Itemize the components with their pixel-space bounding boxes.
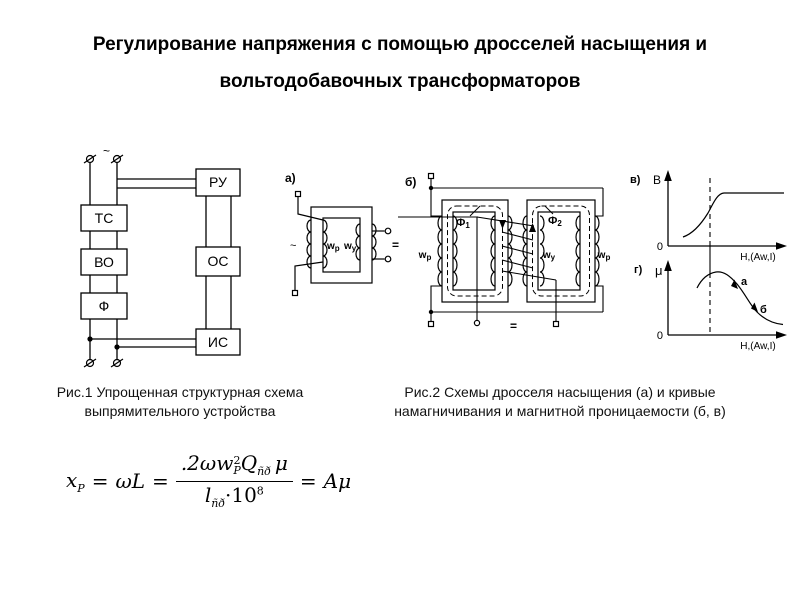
ac-terminal-icon [427,172,435,180]
fig2b-terminals [427,172,560,328]
fig1-caption-line1: Рис.1 Упрощенная структурная схема [56,384,304,400]
graph-b-xlabel: H,(Aw,I) [740,252,775,263]
b-h-curve [682,192,784,238]
fig1-caption: Рис.1 Упрощенная структурная схема выпря… [20,383,340,421]
fig2b-flux-pointers [469,205,554,217]
mu-curve-point-arrows [731,279,758,312]
fig2a-terminals [291,190,392,297]
flux2-label: Ф2 [548,215,562,228]
graph-mu-xlabel: H,(Aw,I) [740,341,775,352]
fig2b-junction-dots [428,185,434,315]
fig1-terminals [83,154,124,368]
fig2b-wp-left-label: wр [418,250,432,262]
fig2a-core [310,206,373,284]
fig2a-wp-label: wр [326,241,340,253]
fig2-caption-line2: намагничивания и магнитной проницаемости… [394,403,726,419]
formula-denominator: lñð·108 [204,482,264,510]
block-os-label: ОС [208,253,229,269]
block-vo [80,248,128,276]
page-title-line1: Регулирование напряжения с помощью дросс… [92,34,708,55]
fig2a-wires [294,196,385,291]
mu-point-b-label: б [760,304,767,316]
panel-a-label: а) [285,171,296,185]
graph-mu-axes [667,268,782,336]
panel-g-label: г) [634,264,643,276]
graph-b-origin: 0 [657,241,663,253]
formula-lhs: xР [66,467,85,495]
ac-terminal-icon [427,320,435,328]
fig1-boxes [80,168,241,356]
dc-terminal-icon [384,227,392,235]
fig2b-wp-right-label: wр [597,250,611,262]
block-is [195,328,241,356]
block-f [80,292,128,320]
fig2a-ac-symbol: ~ [290,240,296,252]
block-tc-label: ТС [95,210,114,226]
block-os [195,246,241,277]
block-vo-label: ВО [94,254,114,270]
dc-terminal-icon [384,255,392,263]
panel-v-label: в) [630,174,641,186]
b-axis-label: B [653,173,661,187]
fig1-caption-line2: выпрямительного устройства [84,403,276,419]
dc-terminal-icon [83,358,124,368]
dc-terminal-icon [473,319,481,327]
fig2a-windings [306,219,377,269]
equals-sign: = [299,469,317,493]
fig2-caption: Рис.2 Схемы дросселя насыщения (а) и кри… [358,383,762,421]
graph-b-axes [667,178,782,247]
block-ru-label: РУ [209,174,227,190]
graph-b-axis-arrows [664,170,787,250]
block-is-label: ИС [208,334,228,350]
formula-omega-l: ωL [115,469,146,493]
fig2b-double-core-reactor-scheme: б) [398,172,611,333]
formula-rhs: Aμ [323,469,352,493]
page-title: Регулирование напряжения с помощью дросс… [0,26,800,100]
fig2a-saturable-reactor-scheme: а) ~ = wр wу [285,171,399,297]
page-title-line2: вольтодобавочных трансформаторов [219,71,581,92]
fig2b-cores [441,199,596,303]
fig2-caption-line1: Рис.2 Схемы дросселя насыщения (а) и кри… [404,384,716,400]
block-tc [80,204,128,232]
fig2b-wires [398,178,604,322]
ac-terminal-icon [294,190,302,198]
fig2b-dc-symbol: = [510,319,517,333]
fig2cd-magnetization-curves: в) B 0 H,(Aw,I) г) μ 0 H,(Aw,I) а б [630,170,787,352]
mu-point-a-label: а [741,276,748,288]
fig2a-wy-label: wу [343,241,357,253]
fig2b-wy-label: wу [542,250,556,262]
graph-mu-origin: 0 [657,330,663,342]
fig2b-flux-arrows [499,220,536,232]
equals-sign: = [152,469,169,493]
block-f-label: Ф [99,298,110,314]
panel-b-label: б) [405,175,416,189]
block-ru [195,168,241,197]
dc-terminal-icon [552,320,560,328]
fig1-wires [89,162,232,360]
fig1-junction-dots [87,336,120,350]
ac-terminal-icon [291,289,299,297]
fig2b-flux-paths [447,205,590,297]
ac-terminal-icon [83,154,124,164]
mu-axis-label: μ [655,263,663,278]
flux1-label: Ф1 [456,217,470,230]
graph-mu-axis-arrows [664,260,787,339]
fig2a-dc-symbol: = [392,238,399,252]
equals-sign: = [91,469,109,493]
fig1-block-diagram: ~ ТС ВО Ф РУ ОС ИС [80,144,241,368]
fig1-box-labels: ТС ВО Ф РУ ОС ИС [94,174,228,350]
fig1-ac-symbol: ~ [103,144,110,158]
mu-h-curve [696,271,784,326]
